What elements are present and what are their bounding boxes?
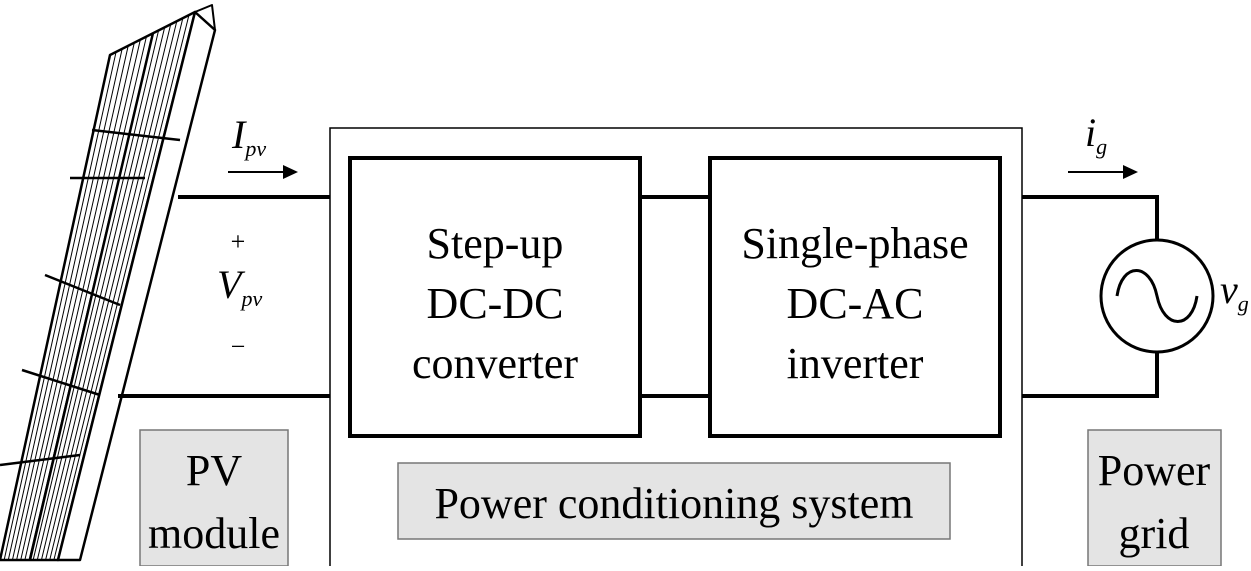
dc-ac-inverter-block: Single-phase DC-AC inverter [708,156,1002,438]
wires [118,195,1159,398]
pcs-outline [329,127,1023,571]
pv-panel-icon [0,4,217,562]
panel-cell-line [45,21,178,561]
pcs-label-box: Power conditioning system [397,462,951,540]
panel-cell-line [7,48,123,561]
inverter-line-1: Single-phase [741,219,968,268]
converter-line-1: Step-up [427,219,564,268]
power-grid-line-2: grid [1119,509,1190,558]
grid-top-wire [1022,195,1159,240]
pv-voltage-plus: + [231,227,246,256]
panel-cell-line [53,14,190,561]
converter-line-2: DC-DC [427,279,564,328]
panel-cell-line [40,24,172,561]
inverter-line-3: inverter [787,339,924,388]
pv-current-label: Ipv [231,112,266,161]
panel-cell-line [36,27,166,561]
ac-source-icon [1099,238,1215,354]
power-grid-line-1: Power [1098,446,1211,495]
panel-cell-line [3,51,117,561]
pv-current-arrow [228,165,298,179]
panel-cell-line [24,36,147,561]
panel-cell-line [16,42,135,561]
inverter-line-2: DC-AC [787,279,924,328]
converter-line-3: converter [412,339,578,388]
pv-module-label-box: PV module [139,429,289,567]
grid-bottom-wire [1022,352,1159,398]
pv-voltage-label: Vpv [217,262,262,311]
grid-current-arrow [1068,165,1138,179]
pcs-label: Power conditioning system [434,479,913,528]
grid-voltage-label: vg [1220,267,1249,316]
pv-module-line-1: PV [186,446,242,495]
grid-current-label: ig [1085,110,1107,159]
panel-cell-line [20,39,141,561]
dc-dc-converter-block: Step-up DC-DC converter [348,156,642,438]
panel-cell-line [49,18,184,561]
pv-voltage-minus: − [231,332,246,361]
pv-module-line-2: module [148,509,280,558]
power-grid-label-box: Power grid [1087,429,1222,567]
